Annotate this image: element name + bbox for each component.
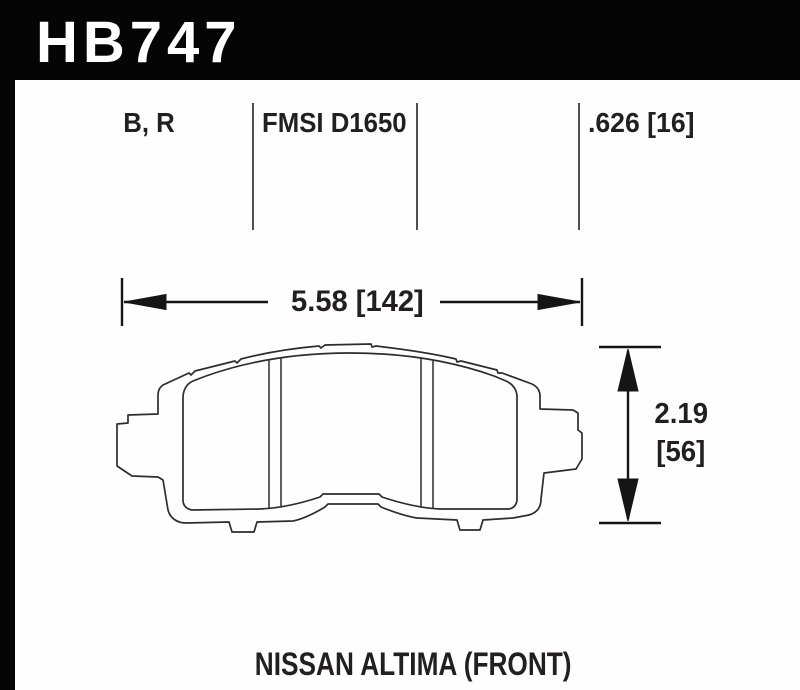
width-dimension-label: 5.58 [142]: [257, 287, 457, 317]
height-dimension-value: 2.19: [631, 400, 731, 429]
height-dimension-metric: [56]: [631, 438, 731, 467]
divider-line-3: [578, 103, 580, 230]
compound-codes: B, R: [99, 109, 199, 137]
vehicle-application: NISSAN ALTIMA (FRONT): [213, 648, 613, 681]
part-number-text: HB747: [36, 10, 242, 75]
height-dimension-value-text: 2.19: [654, 398, 708, 430]
part-number: HB747: [36, 14, 242, 72]
divider-line-1: [252, 103, 254, 230]
pad-thickness: .626 [16]: [588, 109, 700, 137]
height-dimension-metric-text: [56]: [656, 436, 706, 468]
fmsi-number: FMSI D1650: [262, 109, 419, 137]
width-dimension-text: 5.58 [142]: [290, 285, 424, 318]
compound-codes-text: B, R: [123, 107, 175, 138]
vehicle-application-text: NISSAN ALTIMA (FRONT): [254, 646, 572, 682]
divider-line-2: [416, 103, 418, 230]
pad-thickness-text: .626 [16]: [588, 107, 695, 138]
content-panel: [15, 80, 800, 690]
fmsi-number-text: FMSI D1650: [262, 107, 407, 138]
